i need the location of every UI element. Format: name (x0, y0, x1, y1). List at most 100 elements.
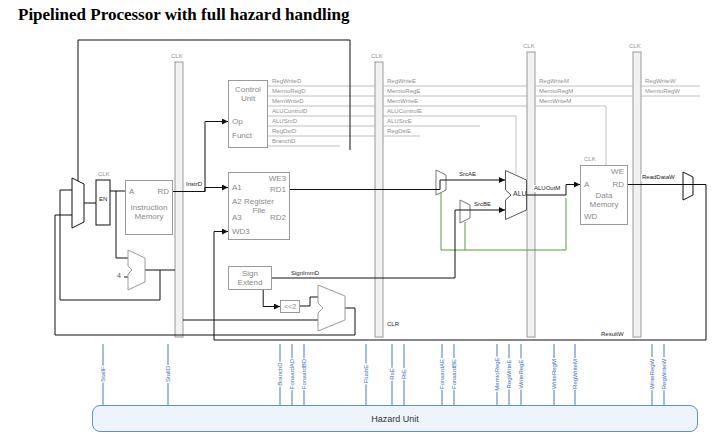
pipeline-register (375, 62, 383, 337)
hazard-signal-label: MemtoRegE (494, 356, 501, 391)
writeback-mux (683, 172, 693, 200)
node-text: A3 (232, 213, 242, 222)
node-text: A (584, 180, 589, 189)
signal-label: ReadDataW (641, 174, 676, 181)
datapath-wires (55, 40, 355, 335)
hazard-signal-label: StallF (100, 365, 107, 382)
node-text: RD1 (270, 185, 286, 194)
node-text: WD3 (232, 227, 250, 236)
control-signal-label: RegWriteW (644, 78, 677, 85)
hazard-signal-label: ForwardBE (451, 358, 458, 390)
signal-wire (527, 185, 580, 196)
control-wires (268, 86, 700, 174)
node-text: A1 (232, 183, 242, 192)
component-box: WE3A1A2A3WD3 RD1RD2Register File (228, 172, 290, 240)
signal-label: SrcBE (473, 201, 492, 208)
control-signal-label: RegWriteD (271, 78, 302, 85)
node-text: Funct (232, 131, 252, 140)
signal-label: EN (98, 196, 108, 203)
control-signal-label: RegDstE (386, 128, 412, 135)
clock-label: CLK (97, 171, 111, 178)
control-signal-label: MemtoRegD (271, 88, 307, 95)
control-signal-label: RegWriteE (386, 78, 417, 85)
hazard-signal-label: RegWriteW (661, 358, 668, 391)
control-signal-label: MemWriteE (386, 98, 419, 105)
hazard-signal-label: BranchD (277, 361, 284, 386)
forward-mux (460, 200, 470, 223)
signal-label: ALUOutM (533, 185, 561, 192)
pc-register (96, 180, 110, 225)
alu-block: ALU (505, 170, 527, 220)
node-text: <<2 (284, 303, 296, 311)
signal-wire (272, 210, 505, 278)
hazard-signal-label: StallD (165, 365, 172, 383)
control-signal-label: MemtoRegE (386, 88, 421, 95)
node-text: Sign Extend (229, 269, 271, 287)
pc-mux (72, 178, 84, 228)
forward-mux (436, 170, 446, 195)
signal-label: ResultW (600, 331, 625, 338)
clock-label: CLK (370, 53, 384, 60)
alu-outline (506, 171, 527, 220)
node-text: Data Memory (581, 191, 627, 209)
control-signal-label: MemtoRegW (644, 88, 681, 95)
hazard-signal-label: RegWriteE (506, 359, 513, 390)
hazard-signal-label: WriteRegE (518, 359, 525, 390)
pipeline-register (175, 62, 183, 337)
signal-wire (290, 180, 505, 190)
hazard-signal-label: ForwardBD (301, 358, 308, 390)
hazard-signal-label: RsE (389, 367, 396, 380)
node-text: Op (232, 117, 243, 126)
clock-label: CLK (628, 43, 642, 50)
node-text: RD (157, 187, 169, 196)
pipeline-register (633, 52, 641, 337)
clock-label: CLK (522, 43, 536, 50)
node-text: A2 (232, 197, 242, 206)
node-text: Hazard Unit (371, 414, 419, 424)
signal-label: InstrD (185, 181, 203, 188)
node-text: Instruction Memory (126, 203, 172, 221)
diagram-title: Pipelined Processor with full hazard han… (18, 5, 349, 25)
signal-wire (173, 188, 228, 192)
pc-adder (128, 250, 145, 290)
signal-wire (263, 290, 280, 307)
node-text: Register File (229, 197, 289, 215)
hazard-signal-label: ForwardAD (289, 358, 296, 390)
clock-label: CLK (583, 156, 597, 163)
component-box: <<2 (280, 300, 300, 313)
branch-adder (318, 285, 345, 331)
signal-label: SignImmD (290, 270, 320, 277)
forwarding-wires (441, 193, 566, 250)
control-signal-label: MemtoRegM (538, 88, 574, 95)
hazard-unit-band: Hazard Unit (92, 405, 698, 432)
signal-label: SrcAE (458, 171, 477, 178)
node-text: WD (584, 212, 597, 221)
clock-label: CLK (170, 53, 184, 60)
component-box: Control UnitOpFunct (228, 80, 268, 148)
node-text: RD2 (270, 213, 286, 222)
signal-label: CLR (386, 321, 400, 328)
component-box: Sign Extend (228, 266, 272, 290)
signal-wire (173, 122, 228, 192)
control-signal-label: MemWriteM (538, 98, 572, 105)
control-signal-label: RegWriteM (538, 78, 570, 85)
node-text: WE3 (269, 174, 286, 183)
hazard-signal-label: WriteRegW (649, 358, 656, 391)
node-text: A (129, 187, 134, 196)
node-text: WE (611, 167, 624, 176)
hazard-signal-label: RegWriteM (572, 358, 579, 390)
component-box: WEARDWDData Memory (580, 165, 628, 225)
control-signal-label: ALUControlD (271, 108, 308, 115)
component-box: A RD Instruction Memory (125, 180, 173, 235)
control-signal-label: RegDstD (271, 128, 297, 135)
hazard-signal-label: RtE (401, 368, 408, 380)
node-text: Control Unit (229, 85, 267, 103)
control-signal-label: MemWriteD (271, 98, 305, 105)
signal-label: 4 (116, 272, 122, 280)
control-signal-label: ALUControlE (386, 108, 423, 115)
hazard-wires (103, 344, 664, 405)
control-signal-label: BranchD (271, 138, 296, 145)
control-signal-label: ALUSrcE (386, 118, 413, 125)
hazard-signal-label: ForwardAE (439, 358, 446, 390)
control-signal-label: ALUSrcD (271, 118, 298, 125)
